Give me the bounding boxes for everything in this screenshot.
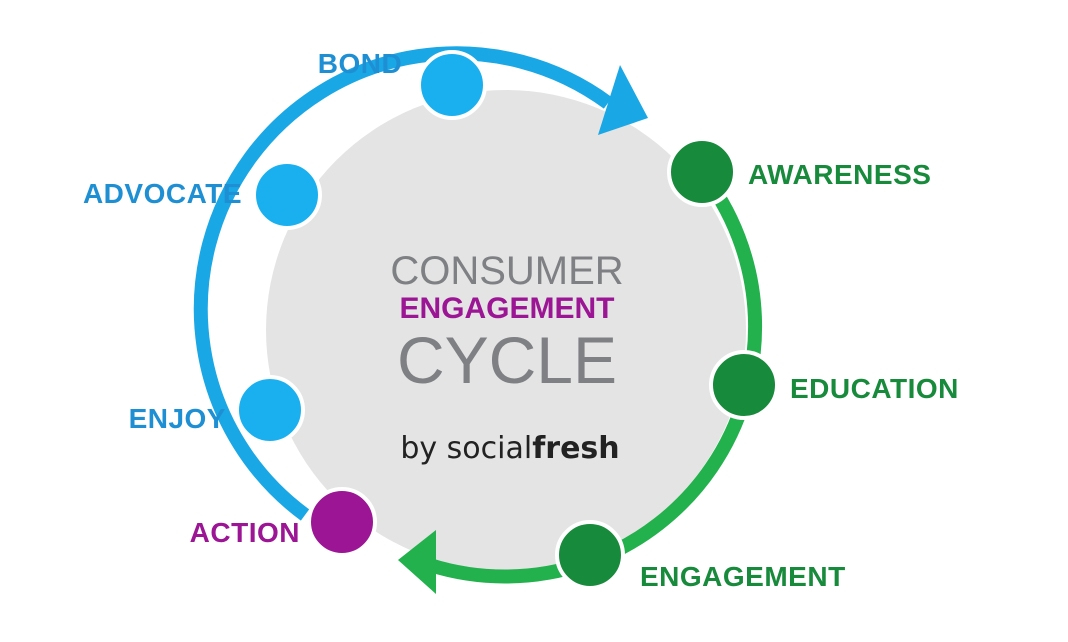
advocate-label: ADVOCATE (83, 178, 242, 209)
bond-node (417, 50, 487, 120)
enjoy-label: ENJOY (129, 403, 226, 434)
title-line-2: ENGAGEMENT (399, 292, 614, 325)
engagement-node (555, 520, 625, 590)
awareness-label: AWARENESS (748, 159, 931, 190)
center-disk (266, 90, 746, 570)
green-arc (427, 165, 763, 584)
blue-arc (193, 46, 613, 521)
blue-arrowhead (598, 65, 648, 135)
title-line-3: CYCLE (397, 323, 617, 397)
byline-brand: fresh (532, 431, 619, 466)
awareness-node (667, 137, 737, 207)
engagement-label: ENGAGEMENT (640, 561, 846, 592)
byline-prefix: by social (400, 431, 532, 466)
action-label: ACTION (190, 517, 300, 548)
title-line-1: CONSUMER (390, 249, 623, 293)
green-arrowhead (398, 530, 436, 594)
bond-label: BOND (318, 48, 402, 79)
enjoy-node (235, 375, 305, 445)
education-node (709, 350, 779, 420)
action-node (307, 487, 377, 557)
education-label: EDUCATION (790, 373, 959, 404)
byline: by socialfresh (400, 431, 619, 466)
advocate-node (252, 160, 322, 230)
